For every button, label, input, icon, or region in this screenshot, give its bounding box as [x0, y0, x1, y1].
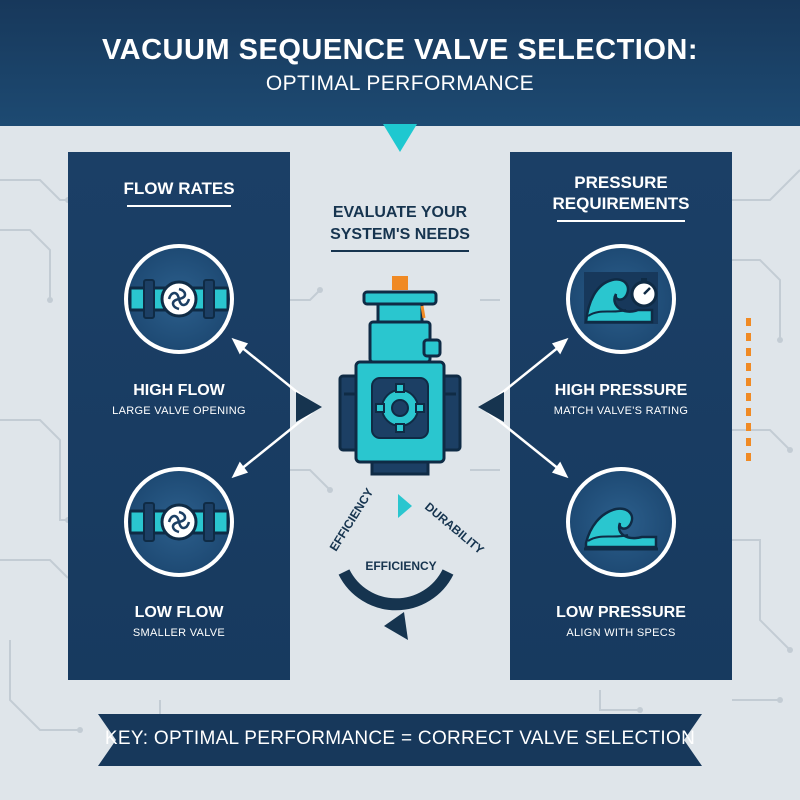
pressure-heading-text: PRESSURE REQUIREMENTS [552, 173, 690, 213]
accent-dashes [746, 318, 751, 468]
high-pressure-desc: MATCH VALVE'S RATING [553, 405, 689, 417]
valve-gear-icon [338, 276, 462, 476]
right-pointer-arrow-icon [478, 392, 504, 422]
cycle-arrowhead-icon [384, 612, 408, 640]
flow-rates-heading-text: FLOW RATES [123, 179, 235, 198]
center-label-underline [331, 250, 469, 252]
high-pressure-title: HIGH PRESSURE [554, 382, 688, 399]
header-down-arrow-icon [383, 124, 417, 152]
low-pressure-title: LOW PRESSURE [556, 604, 686, 621]
page-subtitle: OPTIMAL PERFORMANCE [265, 72, 535, 95]
wave-gauge-icon [566, 244, 676, 354]
center-label: EVALUATE YOUR SYSTEM'S NEEDS [320, 202, 480, 252]
low-pressure-desc: ALIGN WITH SPECS [566, 627, 676, 639]
low-flow-title: LOW FLOW [134, 604, 224, 621]
right-connector-arrows [487, 337, 569, 479]
pressure-heading: PRESSURE REQUIREMENTS [540, 172, 702, 222]
footer-key-text: KEY: OPTIMAL PERFORMANCE = CORRECT VALVE… [104, 728, 696, 749]
page-title: VACUUM SEQUENCE VALVE SELECTION: [101, 34, 699, 66]
pressure-requirements-panel: PRESSURE REQUIREMENTS HIGH PRESSURE MATC… [510, 152, 732, 680]
high-flow-title: HIGH FLOW [133, 382, 225, 399]
pipe-flow-icon [124, 244, 234, 354]
heading-underline [557, 220, 685, 222]
heading-underline [127, 205, 231, 207]
low-flow-desc: SMALLER VALVE [132, 627, 226, 639]
left-connector-arrows [231, 337, 313, 479]
pipe-flow-icon [124, 467, 234, 577]
flow-rates-panel: FLOW RATES HIGH FLOW LARGE VALVE OPENING… [68, 152, 290, 680]
cycle-play-arrow-icon [398, 494, 412, 518]
left-pointer-arrow-icon [296, 392, 322, 422]
cycle-label-middle: EFFICIENCY [365, 559, 436, 573]
header-banner: VACUUM SEQUENCE VALVE SELECTION: OPTIMAL… [0, 0, 800, 126]
cycle-arc [338, 569, 454, 611]
wave-icon [566, 467, 676, 577]
footer-banner: KEY: OPTIMAL PERFORMANCE = CORRECT VALVE… [98, 714, 702, 766]
flow-rates-heading: FLOW RATES [68, 178, 290, 207]
high-flow-desc: LARGE VALVE OPENING [112, 405, 246, 417]
evaluate-needs-text: EVALUATE YOUR SYSTEM'S NEEDS [330, 204, 470, 243]
